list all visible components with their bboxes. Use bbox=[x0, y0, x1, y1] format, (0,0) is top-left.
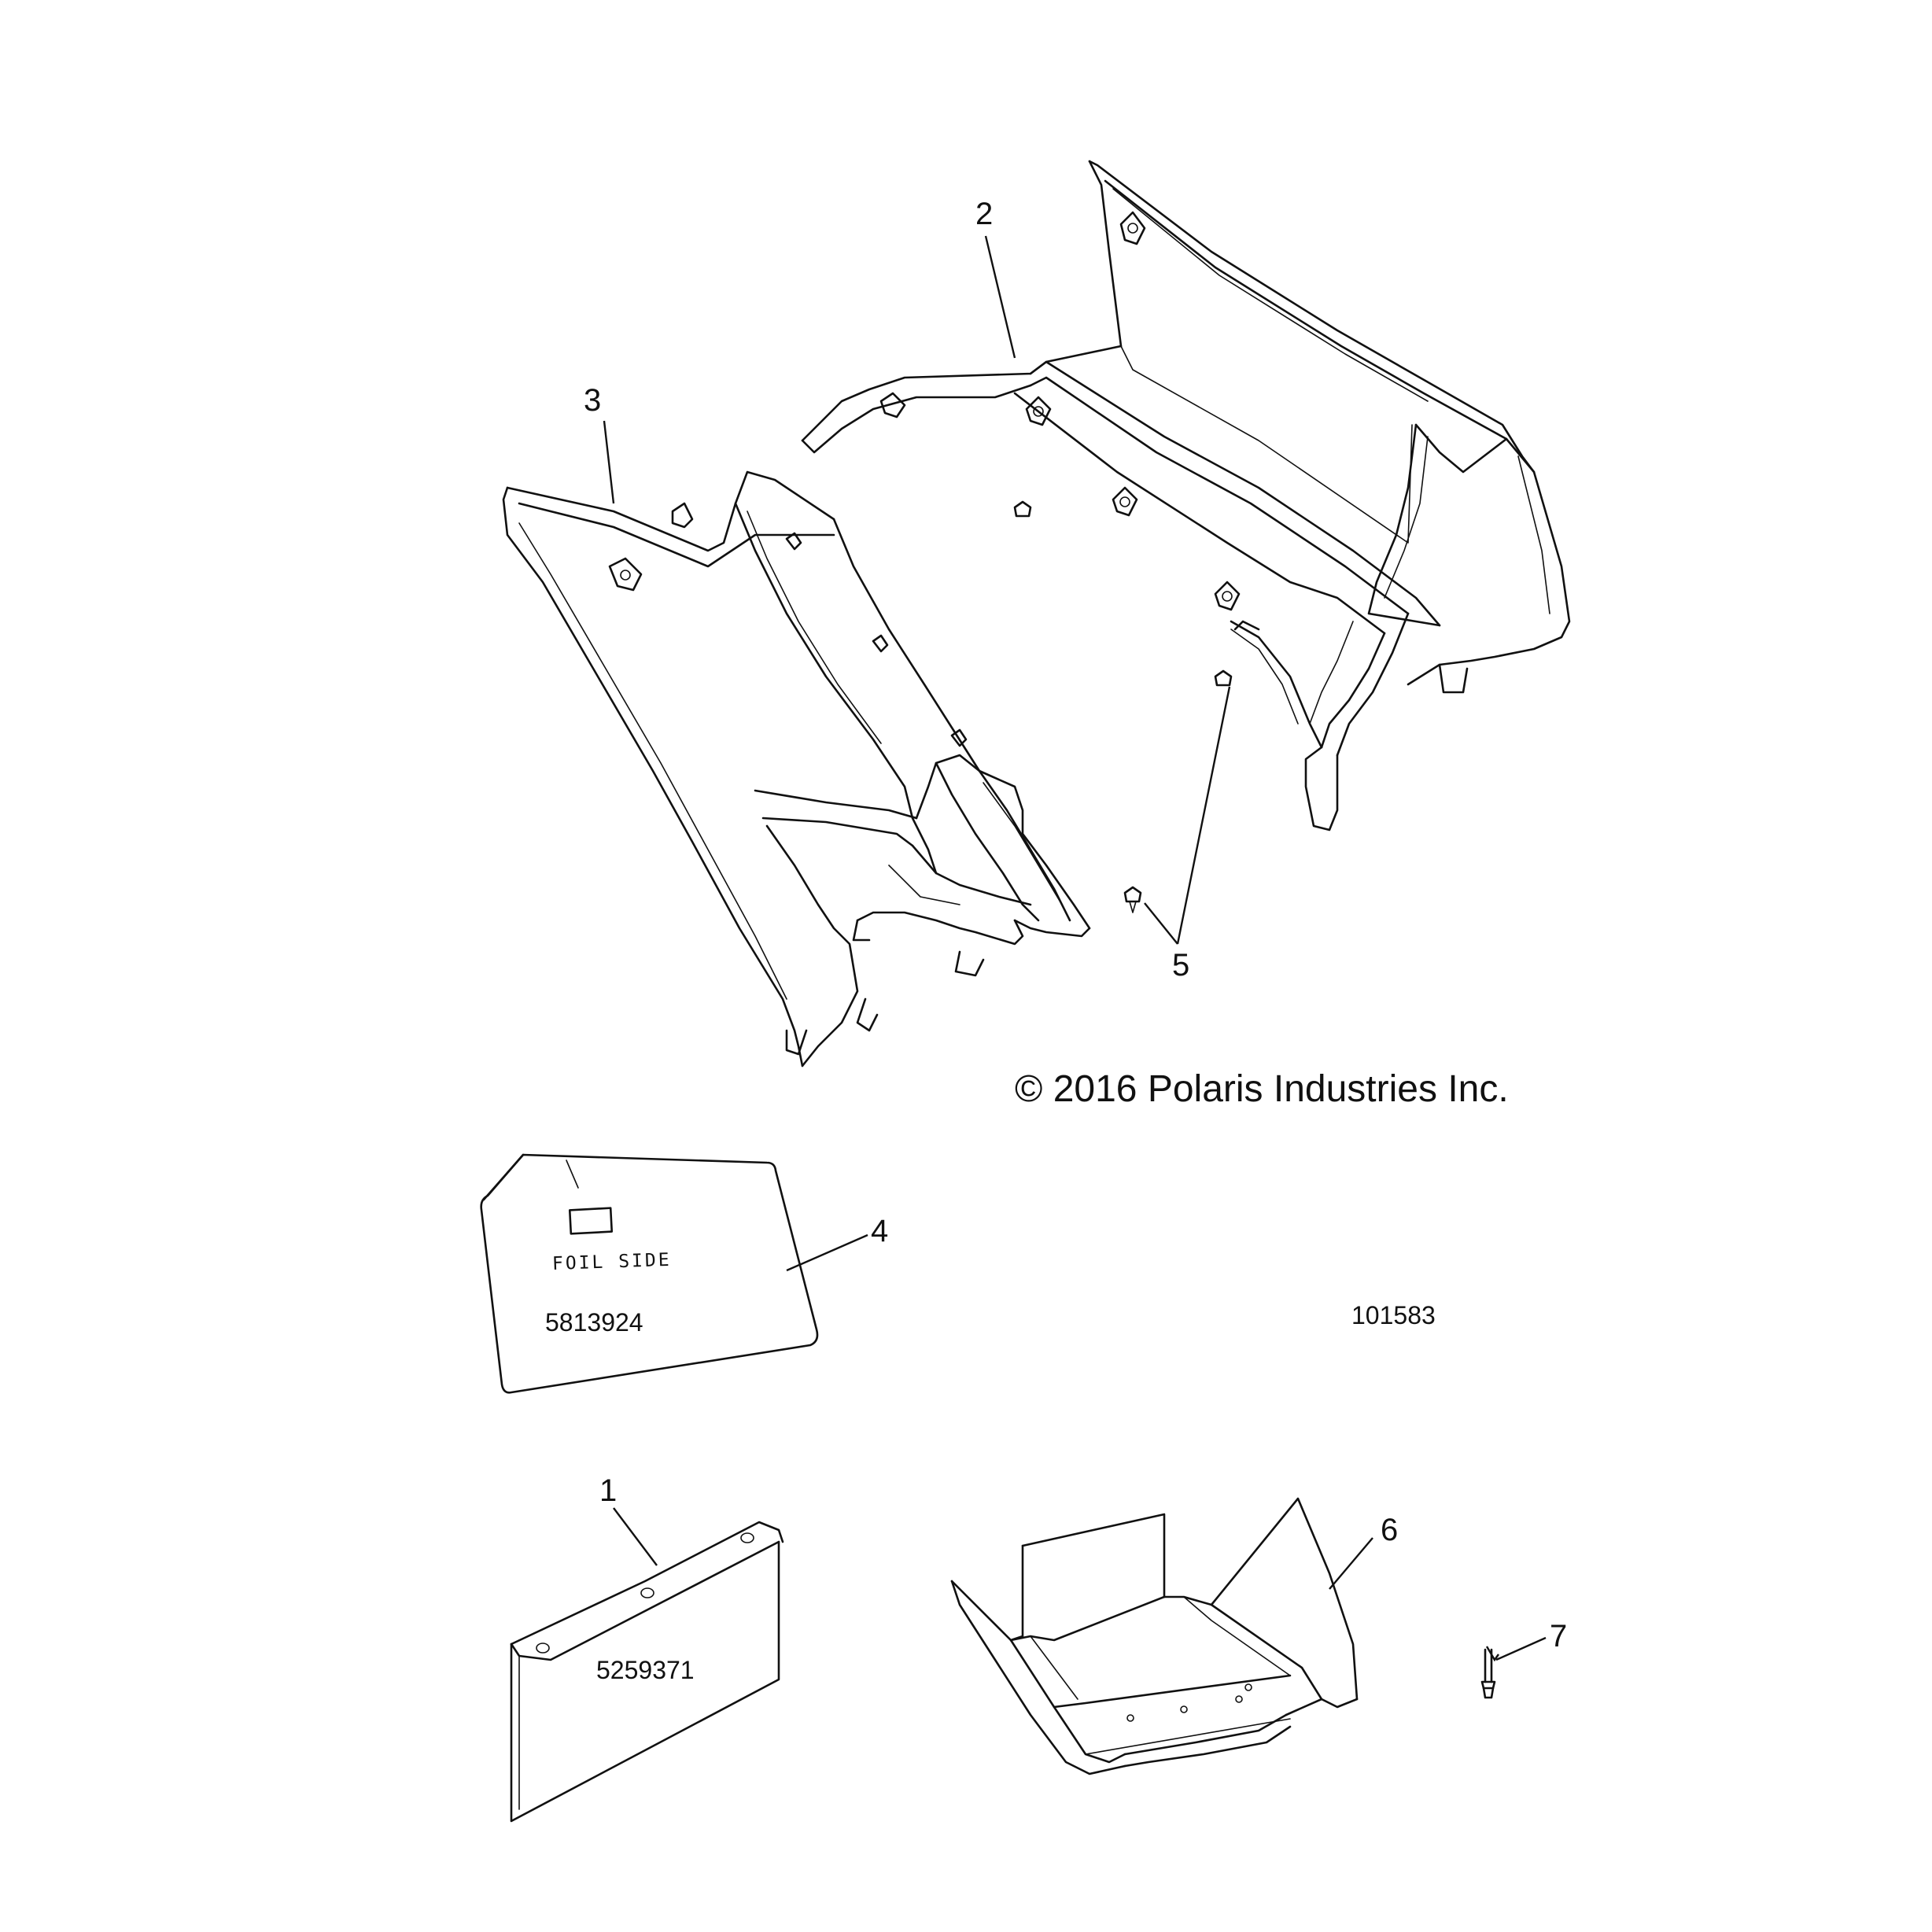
part-1-number: 5259371 bbox=[596, 1656, 695, 1684]
callout-5: 5 bbox=[1172, 948, 1189, 983]
leader-lines bbox=[603, 235, 1547, 1662]
callout-1: 1 bbox=[599, 1473, 617, 1508]
part-6-tray bbox=[950, 1497, 1359, 1775]
foil-side-label: FOIL SIDE bbox=[552, 1250, 672, 1274]
part-7-push-pin bbox=[1480, 1648, 1496, 1699]
part-1-bracket bbox=[510, 1521, 784, 1823]
callout-numbers: 2 3 5 4 1 6 7 bbox=[584, 197, 1567, 1654]
part-3-side-panel bbox=[502, 470, 1091, 1067]
callout-6: 6 bbox=[1381, 1513, 1398, 1547]
part-5-push-rivets bbox=[1013, 500, 1233, 913]
part-4-foil-sheet bbox=[480, 1153, 819, 1394]
part-2-rear-panel bbox=[801, 160, 1571, 831]
copyright-notice: © 2016 Polaris Industries Inc. bbox=[1015, 1068, 1509, 1110]
figure-id: 101583 bbox=[1351, 1301, 1436, 1329]
callout-2: 2 bbox=[975, 197, 993, 231]
callout-3: 3 bbox=[584, 383, 601, 418]
part-4-number: 5813924 bbox=[545, 1308, 643, 1337]
callout-7: 7 bbox=[1550, 1619, 1567, 1654]
callout-4: 4 bbox=[871, 1214, 888, 1248]
